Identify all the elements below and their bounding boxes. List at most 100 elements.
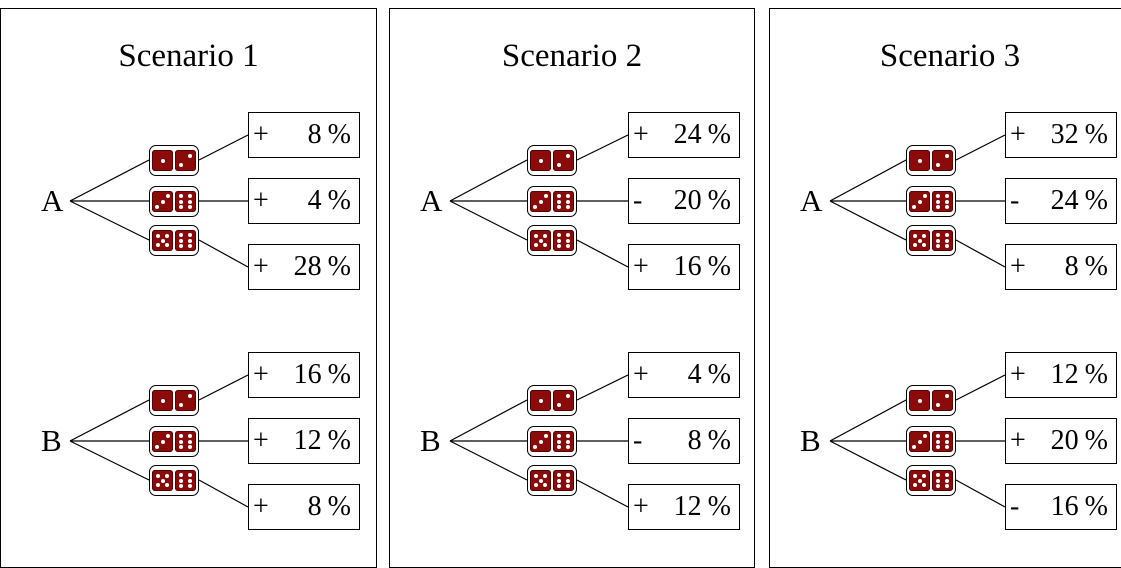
pip xyxy=(556,193,561,198)
die-icon xyxy=(932,470,953,491)
pip xyxy=(543,194,548,199)
outcome-box: -24% xyxy=(1005,178,1117,224)
die-icon xyxy=(530,191,551,212)
pip xyxy=(178,205,183,210)
die-icon xyxy=(152,470,173,491)
outcome-sign: - xyxy=(1010,491,1020,522)
pip xyxy=(922,434,927,439)
outcome-unit: % xyxy=(707,359,731,390)
outcome-value: 12 xyxy=(1050,359,1079,390)
branch-line xyxy=(829,159,907,202)
outcome-unit: % xyxy=(327,185,351,216)
option-label-b: B xyxy=(800,423,821,458)
pip xyxy=(178,238,183,243)
pip xyxy=(566,472,571,477)
die-icon xyxy=(932,191,953,212)
pip xyxy=(556,445,561,450)
die-icon xyxy=(152,390,173,411)
dice-pair-icon xyxy=(527,385,577,416)
pip xyxy=(533,243,538,248)
die-icon xyxy=(530,470,551,491)
die-icon xyxy=(152,230,173,251)
pip xyxy=(188,232,193,237)
outcome-unit: % xyxy=(327,251,351,282)
pip xyxy=(160,158,165,163)
pip xyxy=(945,153,950,158)
pip xyxy=(566,445,571,450)
pip xyxy=(533,204,538,209)
scenario-panel-3: Scenario 3 A+32%-24%+8%B+12%+20%-16% xyxy=(769,8,1121,568)
pip xyxy=(160,478,165,483)
branch-line xyxy=(449,440,528,481)
pip xyxy=(922,483,927,488)
branch-line xyxy=(829,200,907,241)
pip xyxy=(155,204,160,209)
pip xyxy=(188,244,193,249)
outcome-box: +24% xyxy=(628,112,740,158)
pip xyxy=(917,398,922,403)
outcome-box: +8% xyxy=(248,484,360,530)
pip xyxy=(566,433,571,438)
outcome-sign: + xyxy=(1010,251,1026,282)
pip xyxy=(945,484,950,489)
pip xyxy=(178,232,183,237)
option-label-b: B xyxy=(41,423,62,458)
outcome-unit: % xyxy=(707,425,731,456)
pip xyxy=(188,484,193,489)
die-icon xyxy=(152,191,173,212)
outcome-sign: + xyxy=(1010,119,1026,150)
pip xyxy=(935,445,940,450)
outcome-sign: + xyxy=(253,185,269,216)
pip xyxy=(912,204,917,209)
pip xyxy=(188,238,193,243)
branch-line xyxy=(198,479,249,508)
pip xyxy=(912,243,917,248)
pip xyxy=(188,193,193,198)
branch-line xyxy=(69,200,150,241)
pip xyxy=(155,444,160,449)
pip xyxy=(935,232,940,237)
dice-pair-icon xyxy=(906,385,956,416)
pip xyxy=(556,232,561,237)
option-label-a: A xyxy=(800,183,823,218)
pip xyxy=(165,483,170,488)
die-icon xyxy=(152,431,173,452)
branch-line xyxy=(198,374,249,401)
pip xyxy=(178,472,183,477)
dice-pair-icon xyxy=(149,426,199,457)
dice-pair-icon xyxy=(149,465,199,496)
pip xyxy=(566,238,571,243)
dice-pair-icon xyxy=(906,145,956,176)
die-icon xyxy=(932,431,953,452)
pip xyxy=(178,445,183,450)
pip xyxy=(188,205,193,210)
outcome-value: 32 xyxy=(1050,119,1079,150)
outcome-unit: % xyxy=(707,491,731,522)
pip xyxy=(917,478,922,483)
pip xyxy=(538,439,543,444)
pip xyxy=(912,483,917,488)
pip xyxy=(178,163,183,168)
outcome-sign: - xyxy=(633,425,643,456)
outcome-value: 12 xyxy=(673,491,702,522)
die-icon xyxy=(553,230,574,251)
outcome-value: 28 xyxy=(293,251,322,282)
pip xyxy=(533,483,538,488)
outcome-value: 16 xyxy=(1050,491,1079,522)
pip xyxy=(917,439,922,444)
pip xyxy=(566,205,571,210)
outcome-box: +4% xyxy=(248,178,360,224)
die-icon xyxy=(553,470,574,491)
outcome-value: 8 xyxy=(307,491,322,522)
pip xyxy=(912,473,917,478)
pip xyxy=(945,205,950,210)
option-label-a: A xyxy=(420,183,443,218)
pip xyxy=(178,433,183,438)
dice-pair-icon xyxy=(906,426,956,457)
pip xyxy=(566,232,571,237)
pip xyxy=(188,433,193,438)
die-icon xyxy=(909,191,930,212)
outcome-sign: + xyxy=(1010,359,1026,390)
pip xyxy=(533,233,538,238)
pip xyxy=(543,473,548,478)
